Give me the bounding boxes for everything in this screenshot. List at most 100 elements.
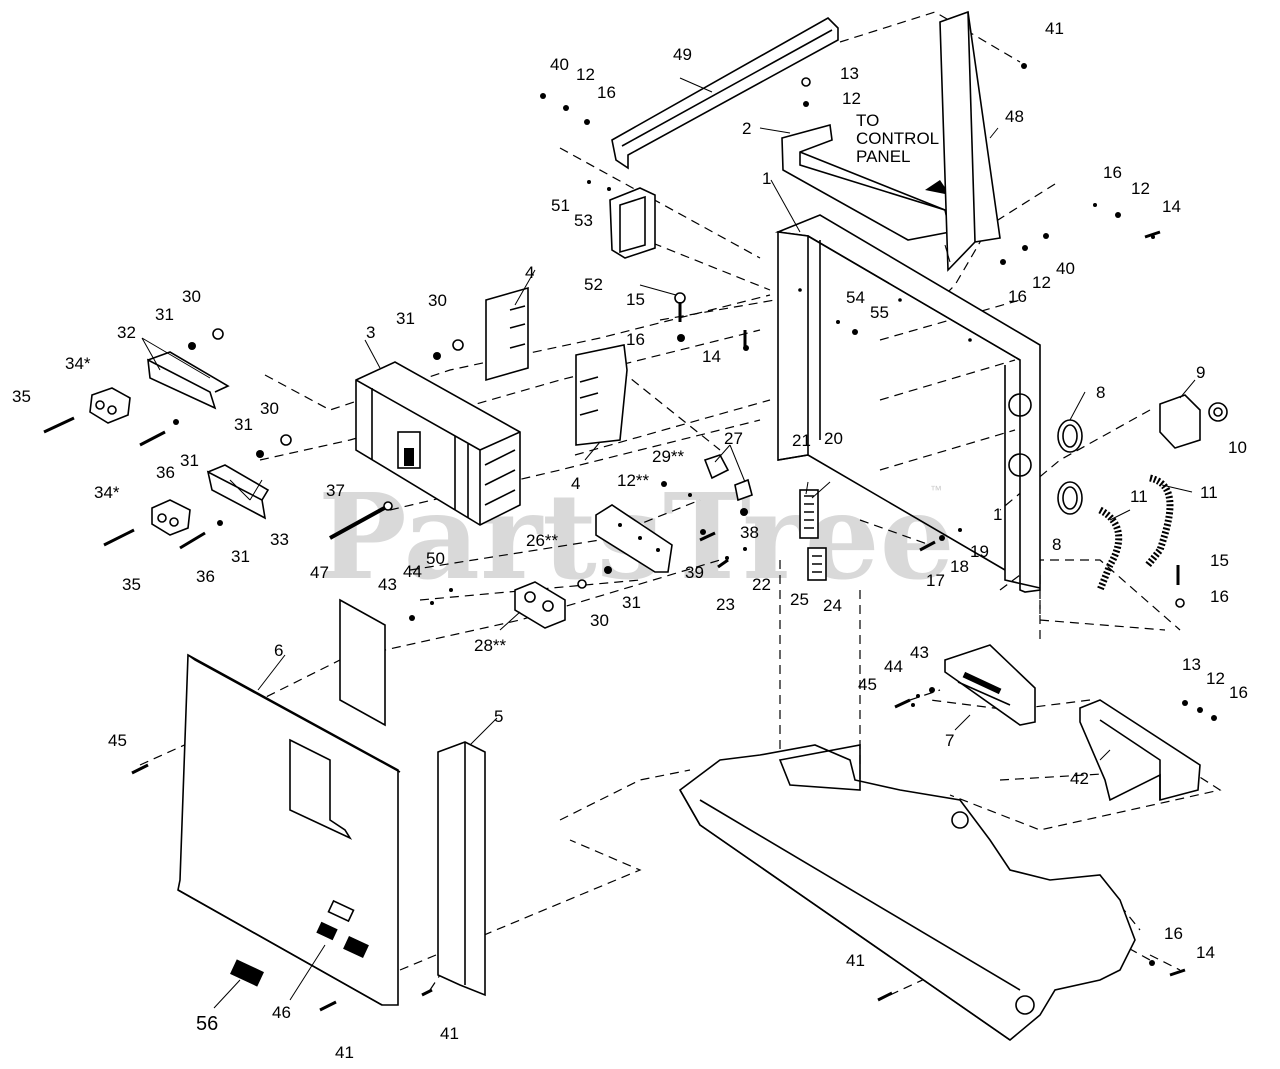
connectors-28 xyxy=(514,581,566,629)
screws xyxy=(43,230,1186,1012)
callout-45-a: 45 xyxy=(108,731,127,750)
switch-27 xyxy=(703,454,753,502)
callout-40-a: 40 xyxy=(550,55,569,74)
callout-37: 37 xyxy=(326,481,345,500)
callout-17: 17 xyxy=(926,571,945,590)
callout-29: 29** xyxy=(652,447,685,466)
callout-26: 26** xyxy=(526,531,559,550)
callout-34-a: 34* xyxy=(65,354,91,373)
terminal-strips xyxy=(799,489,827,581)
callout-31-a: 31 xyxy=(155,305,174,324)
callout-50: 50 xyxy=(426,549,445,568)
callout-24: 24 xyxy=(823,596,842,615)
callout-8-lower: 8 xyxy=(1052,535,1061,554)
callout-3: 3 xyxy=(366,323,375,342)
callout-31-d: 31 xyxy=(180,451,199,470)
bracket-42 xyxy=(1079,699,1201,802)
plate-4-lower xyxy=(575,344,628,446)
callout-30-d: 30 xyxy=(590,611,609,630)
plate-47 xyxy=(339,598,386,727)
callout-46: 46 xyxy=(272,1003,291,1022)
bolt-37 xyxy=(329,501,393,540)
callout-41-b: 41 xyxy=(335,1043,354,1062)
callout-12-e: 12 xyxy=(1206,669,1225,688)
callout-40-b: 40 xyxy=(1056,259,1075,278)
callout-15-b: 15 xyxy=(1210,551,1229,570)
callout-2: 2 xyxy=(742,119,751,138)
knob-10 xyxy=(1208,402,1228,422)
callout-44-b: 44 xyxy=(884,657,903,676)
callout-21: 21 xyxy=(792,431,811,450)
callout-10: 10 xyxy=(1228,438,1247,457)
cover-9 xyxy=(1159,394,1201,449)
upright-48 xyxy=(939,10,1001,272)
callout-30-c: 30 xyxy=(260,399,279,418)
callout-34-b: 34* xyxy=(94,483,120,502)
watermark-trademark: ™ xyxy=(930,483,942,497)
callouts: 1 1 2 3 4 4 5 6 7 8 8 9 10 11 11 12 12 1… xyxy=(12,19,1248,1062)
block-34-upper xyxy=(89,387,131,424)
callout-25: 25 xyxy=(790,590,809,609)
callout-15-a: 15 xyxy=(626,290,645,309)
callout-12-a: 12 xyxy=(576,65,595,84)
callout-16-a: 16 xyxy=(597,83,616,102)
callout-27: 27 xyxy=(724,429,743,448)
callout-35-b: 35 xyxy=(122,575,141,594)
callout-45-b: 45 xyxy=(858,675,877,694)
cable-11-left xyxy=(1096,506,1123,592)
callout-12-star: 12** xyxy=(617,471,650,490)
leader-lines xyxy=(141,77,1196,1009)
callout-16-b: 16 xyxy=(1103,163,1122,182)
callout-49: 49 xyxy=(673,45,692,64)
callout-41-c: 41 xyxy=(440,1024,459,1043)
callout-51: 51 xyxy=(551,196,570,215)
callout-16-d: 16 xyxy=(626,330,645,349)
callout-14-c: 14 xyxy=(1196,943,1215,962)
callout-39: 39 xyxy=(685,563,704,582)
callout-19: 19 xyxy=(970,542,989,561)
callout-33: 33 xyxy=(270,530,289,549)
bar-26 xyxy=(595,504,673,573)
callout-14-a: 14 xyxy=(1162,197,1181,216)
callout-43-b: 43 xyxy=(910,643,929,662)
base-frame xyxy=(678,744,1136,1042)
callout-13-b: 13 xyxy=(1182,655,1201,674)
callout-12-b: 12 xyxy=(842,89,861,108)
callout-1: 1 xyxy=(762,169,771,188)
note-to-control-panel: TO CONTROL PANEL xyxy=(856,111,939,166)
callout-5: 5 xyxy=(494,707,503,726)
callout-4-upper: 4 xyxy=(525,263,534,282)
note-line-1: TO xyxy=(856,111,879,130)
callout-11-left: 11 xyxy=(1130,487,1148,506)
callout-41-d: 41 xyxy=(846,951,865,970)
callout-23: 23 xyxy=(716,595,735,614)
circuit-breaker-3 xyxy=(355,361,521,526)
callout-41-a: 41 xyxy=(1045,19,1064,38)
rail-49 xyxy=(611,17,839,170)
callout-6: 6 xyxy=(274,641,283,660)
callout-53: 53 xyxy=(574,211,593,230)
callout-18: 18 xyxy=(950,557,969,576)
callout-28: 28** xyxy=(474,636,507,655)
callout-16-g: 16 xyxy=(1164,924,1183,943)
callout-56: 56 xyxy=(196,1013,218,1035)
callout-47: 47 xyxy=(310,563,329,582)
label-56 xyxy=(230,959,264,987)
callout-42: 42 xyxy=(1070,769,1089,788)
plate-4-upper xyxy=(485,286,529,382)
callout-52: 52 xyxy=(584,275,603,294)
callout-16-f: 16 xyxy=(1229,683,1248,702)
bracket-2 xyxy=(781,123,951,241)
label-46 xyxy=(316,921,369,958)
callout-31-c: 31 xyxy=(234,415,253,434)
note-line-2: CONTROL xyxy=(856,129,939,148)
bracket-32 xyxy=(147,351,230,410)
door-6 xyxy=(177,653,401,1006)
callout-20: 20 xyxy=(824,429,843,448)
note-line-3: PANEL xyxy=(856,147,911,166)
callout-14-b: 14 xyxy=(702,347,721,366)
grommet-8-upper xyxy=(1057,419,1083,453)
callout-1-b: 1 xyxy=(993,505,1002,524)
enclosure-panel xyxy=(774,214,1041,593)
